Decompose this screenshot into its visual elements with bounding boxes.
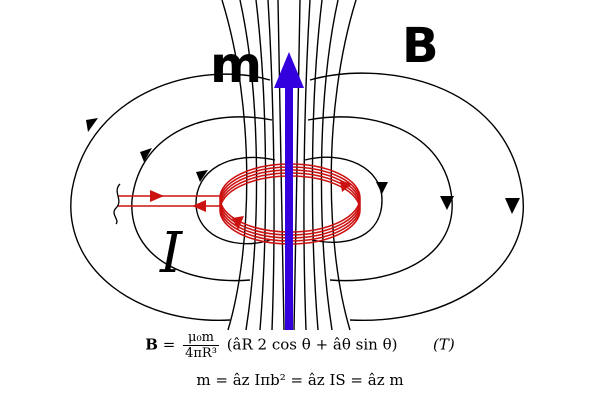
field-line-center-6 — [311, 0, 323, 331]
current-arrowheads — [150, 180, 352, 230]
field-line-center-5 — [255, 0, 267, 331]
arrowhead-left-outer — [86, 118, 98, 132]
current-arrowhead-wire-2 — [192, 200, 206, 212]
field-eq-rhs: (âR 2 cos θ + âθ sin θ) — [226, 335, 398, 354]
current-label: I — [159, 221, 184, 286]
field-label: B — [402, 18, 439, 74]
field-line-center-2 — [293, 0, 301, 331]
current-arrowhead-loop-right — [340, 180, 352, 192]
field-line-center-4 — [303, 0, 311, 331]
field-eq-numerator: μ₀m — [183, 330, 219, 346]
current-arrowhead-wire-1 — [150, 190, 164, 202]
field-eq-fraction: μ₀m 4πR³ — [183, 330, 219, 361]
arrowhead-right-outer — [505, 198, 520, 214]
moment-label: m — [210, 36, 262, 94]
field-eq-denominator: 4πR³ — [185, 346, 217, 361]
field-arrowheads — [86, 118, 520, 214]
wire-break-icon — [113, 183, 121, 225]
field-line-right-outer — [309, 72, 524, 321]
field-eq-unit: (T) — [433, 335, 455, 354]
field-line-left-mid — [131, 116, 273, 282]
moment-arrow-shaft — [285, 82, 293, 330]
current-arrowhead-loop-left — [232, 216, 244, 230]
arrowhead-right-inner — [376, 182, 388, 194]
field-line-center-3 — [267, 0, 275, 331]
arrowhead-left-inner — [196, 170, 208, 182]
field-line-center-9 — [221, 0, 248, 331]
moment-arrowhead — [274, 52, 304, 88]
field-equation: B = μ₀m 4πR³ (âR 2 cos θ + âθ sin θ) (T) — [0, 330, 600, 361]
field-line-right-mid — [307, 116, 453, 282]
arrowhead-right-mid — [440, 196, 454, 210]
arrowhead-left-mid — [140, 148, 152, 162]
field-line-center-8 — [320, 0, 339, 331]
current-loop — [118, 163, 361, 245]
field-line-center-1 — [277, 0, 285, 331]
field-line-left-outer — [70, 73, 271, 321]
field-eq-lhs: B — [145, 335, 158, 354]
field-lines — [70, 0, 524, 331]
field-line-right-inner — [304, 156, 383, 243]
moment-arrow — [274, 52, 304, 330]
field-eq-equals: = — [162, 335, 176, 354]
moment-equation: m = âz Iπb² = âz IS = âz m — [196, 371, 404, 389]
